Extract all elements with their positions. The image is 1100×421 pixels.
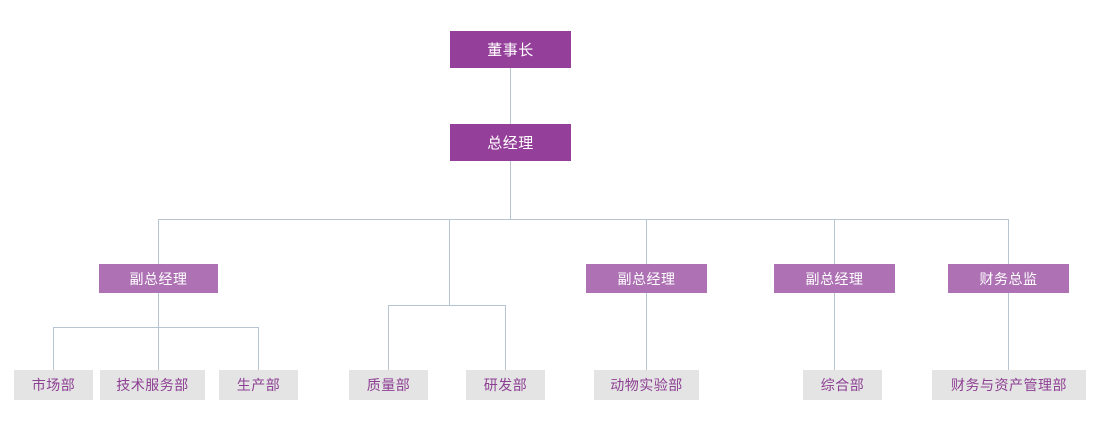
connector-vp1-bus: [53, 327, 259, 328]
connector-vp2-to-rd: [505, 305, 506, 370]
node-chairman[interactable]: 董事长: [450, 31, 571, 68]
connector-vp2-to-quality: [388, 305, 389, 370]
node-department-quality[interactable]: 质量部: [349, 370, 428, 400]
node-vice-president-2[interactable]: 副总经理: [586, 264, 707, 293]
connector-vp4-to-general-affairs: [834, 293, 835, 370]
node-department-finance-asset[interactable]: 财务与资产管理部: [932, 370, 1086, 400]
connector-bus-to-vp3: [646, 219, 647, 264]
connector-vp1-to-tech-service: [158, 327, 159, 370]
connector-bus-to-cfo: [1008, 219, 1009, 264]
node-department-tech-service[interactable]: 技术服务部: [100, 370, 205, 400]
node-department-market[interactable]: 市场部: [14, 370, 93, 400]
connector-bus-to-vp2-stem: [449, 219, 450, 305]
connector-vp1-to-market: [53, 327, 54, 370]
node-cfo[interactable]: 财务总监: [948, 264, 1069, 293]
node-vice-president-1[interactable]: 副总经理: [99, 264, 218, 293]
connector-vp2-bus: [388, 305, 506, 306]
connector-chairman-to-gm: [510, 68, 511, 124]
connector-vp1-stem: [158, 293, 159, 327]
connector-vp3-to-animal-lab: [646, 293, 647, 370]
node-general-manager[interactable]: 总经理: [450, 124, 571, 161]
connector-gm-stem: [510, 161, 511, 219]
node-department-animal-lab[interactable]: 动物实验部: [594, 370, 699, 400]
connector-bus-to-vp4: [834, 219, 835, 264]
node-department-production[interactable]: 生产部: [219, 370, 298, 400]
connector-vp1-to-production: [258, 327, 259, 370]
connector-main-bus: [158, 219, 1009, 220]
connector-bus-to-vp1: [158, 219, 159, 264]
node-vice-president-3[interactable]: 副总经理: [774, 264, 895, 293]
node-department-general-affairs[interactable]: 综合部: [803, 370, 882, 400]
node-department-rd[interactable]: 研发部: [466, 370, 545, 400]
connector-cfo-to-finance-asset: [1008, 293, 1009, 370]
